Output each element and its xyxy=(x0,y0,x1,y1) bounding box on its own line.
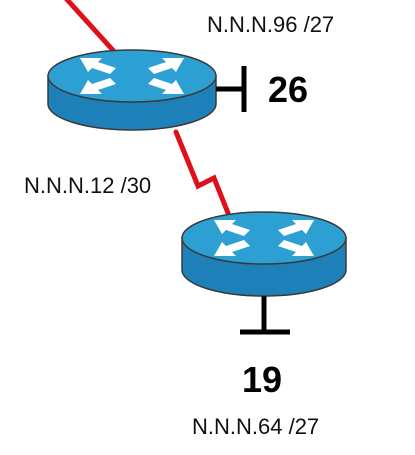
subnet-label-bottom-lan: N.N.N.64 /27 xyxy=(192,414,319,439)
lan-segment-bottom xyxy=(240,296,290,335)
subnet-label-serial-link: N.N.N.12 /30 xyxy=(24,173,151,198)
router-icon xyxy=(80,58,184,94)
serial-link xyxy=(173,129,233,221)
router-bottom[interactable] xyxy=(181,211,347,297)
subnet-label-top-lan: N.N.N.96 /27 xyxy=(207,12,334,37)
host-count-bottom-lan: 19 xyxy=(242,359,282,400)
router-top[interactable] xyxy=(47,49,217,131)
router-icon xyxy=(214,220,314,256)
uplink-serial-line xyxy=(64,0,123,61)
router-top-face xyxy=(47,49,217,103)
router-top-face xyxy=(181,211,347,265)
lan-segment-top xyxy=(216,66,247,112)
host-count-top-lan: 26 xyxy=(268,69,308,110)
